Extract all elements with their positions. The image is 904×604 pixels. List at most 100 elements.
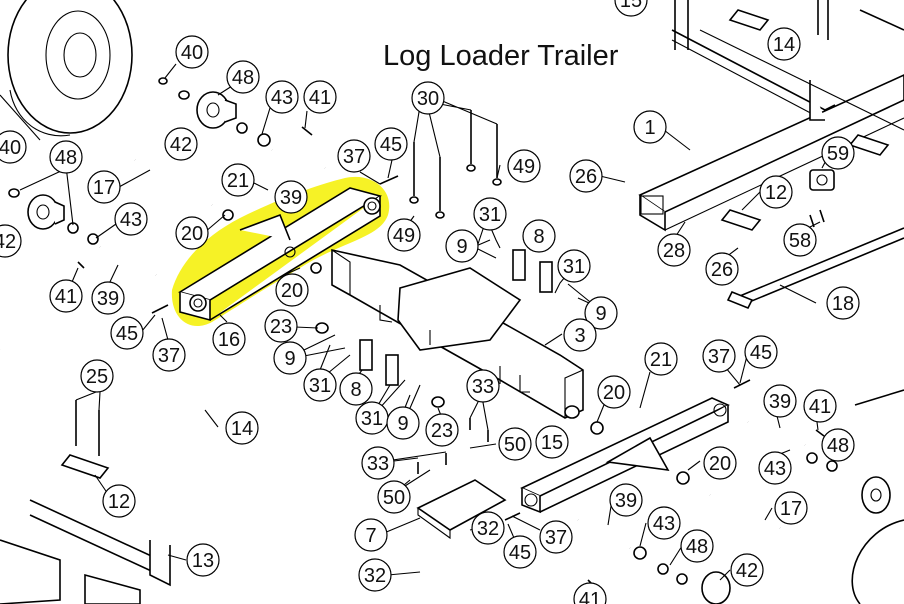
callout-17: 17 — [774, 491, 808, 525]
callout-number: 39 — [615, 490, 637, 512]
callout-number: 32 — [364, 565, 386, 587]
callout-circle — [759, 175, 793, 209]
callout-number: 37 — [545, 527, 567, 549]
callout-circle — [303, 368, 337, 402]
callout-circle — [152, 338, 186, 372]
page-title: Log Loader Trailer — [383, 40, 619, 72]
callout-21: 21 — [221, 163, 255, 197]
callout-number: 43 — [653, 513, 675, 535]
callout-circle — [339, 372, 373, 406]
callout-40: 40 — [0, 130, 27, 164]
callout-circle — [175, 35, 209, 69]
callout-45: 45 — [503, 535, 537, 569]
callout-48: 48 — [226, 60, 260, 94]
callout-number: 43 — [764, 458, 786, 480]
callout-circle — [563, 318, 597, 352]
callout-number: 3 — [574, 325, 585, 347]
callout-25: 25 — [80, 359, 114, 393]
lower-left-frame — [0, 347, 208, 604]
callout-number: 25 — [86, 366, 108, 388]
tire-right-bottom — [851, 519, 904, 604]
callout-number: 31 — [309, 375, 331, 397]
callout-number: 41 — [55, 286, 77, 308]
callout-42: 42 — [164, 127, 198, 161]
callout-circle — [264, 309, 298, 343]
callout-48: 48 — [49, 140, 83, 174]
callout-12: 12 — [102, 484, 136, 518]
callout-number: 28 — [663, 240, 685, 262]
callout-circle — [274, 180, 308, 214]
callout-circle — [744, 335, 778, 369]
callout-circle — [186, 543, 220, 577]
callout-59: 59 — [821, 136, 855, 170]
callout-number: 7 — [365, 525, 376, 547]
callout-circle — [225, 411, 259, 445]
callout-number: 58 — [789, 230, 811, 252]
callout-circle — [212, 322, 246, 356]
callout-circle — [535, 425, 569, 459]
callout-circle — [471, 511, 505, 545]
callout-26: 26 — [569, 159, 603, 193]
callout-14: 14 — [225, 411, 259, 445]
callout-circle — [273, 341, 307, 375]
callout-number: 8 — [350, 379, 361, 401]
callout-31: 31 — [473, 197, 507, 231]
callout-circle — [275, 273, 309, 307]
callout-number: 14 — [773, 34, 795, 56]
callout-3: 3 — [563, 318, 597, 352]
callout-number: 41 — [809, 396, 831, 418]
callout-7: 7 — [354, 518, 388, 552]
callout-number: 48 — [232, 67, 254, 89]
callout-20: 20 — [703, 446, 737, 480]
callout-circle — [821, 136, 855, 170]
callout-circle — [164, 127, 198, 161]
callout-number: 42 — [736, 560, 758, 582]
callout-circle — [633, 110, 667, 144]
callout-43: 43 — [265, 80, 299, 114]
callout-circle — [91, 281, 125, 315]
callout-circle — [803, 389, 837, 423]
callout-39: 39 — [763, 384, 797, 418]
callout-33: 33 — [466, 369, 500, 403]
callout-13: 13 — [186, 543, 220, 577]
callout-circle — [374, 127, 408, 161]
callout-number: 40 — [0, 137, 21, 159]
callout-number: 31 — [563, 256, 585, 278]
callout-49: 49 — [387, 218, 421, 252]
callout-circle — [647, 506, 681, 540]
callout-circle — [507, 149, 541, 183]
callout-21: 21 — [644, 342, 678, 376]
callout-circle — [425, 413, 459, 447]
callout-number: 15 — [620, 0, 642, 12]
callout-26: 26 — [705, 252, 739, 286]
callout-circle — [503, 535, 537, 569]
callout-number: 20 — [181, 223, 203, 245]
callout-9: 9 — [445, 229, 479, 263]
callout-14: 14 — [767, 27, 801, 61]
callout-number: 50 — [383, 487, 405, 509]
callout-number: 1 — [644, 117, 655, 139]
callout-23: 23 — [264, 309, 298, 343]
callout-circle — [609, 483, 643, 517]
callout-number: 48 — [686, 536, 708, 558]
callout-number: 20 — [709, 453, 731, 475]
callout-circle — [703, 446, 737, 480]
callout-15: 15 — [614, 0, 648, 17]
callout-circle — [361, 446, 395, 480]
bolts — [75, 110, 825, 589]
callout-circle — [702, 339, 736, 373]
callout-circle — [49, 279, 83, 313]
callout-circle — [387, 218, 421, 252]
callout-32: 32 — [358, 558, 392, 592]
callout-number: 18 — [832, 293, 854, 315]
callout-circle — [584, 296, 618, 330]
callout-number: 16 — [218, 329, 240, 351]
callout-23: 23 — [425, 413, 459, 447]
callout-number: 17 — [93, 177, 115, 199]
callout-number: 21 — [650, 349, 672, 371]
callout-number: 31 — [479, 204, 501, 226]
callout-circle — [539, 520, 573, 554]
callout-number: 39 — [280, 187, 302, 209]
callout-circle — [763, 384, 797, 418]
